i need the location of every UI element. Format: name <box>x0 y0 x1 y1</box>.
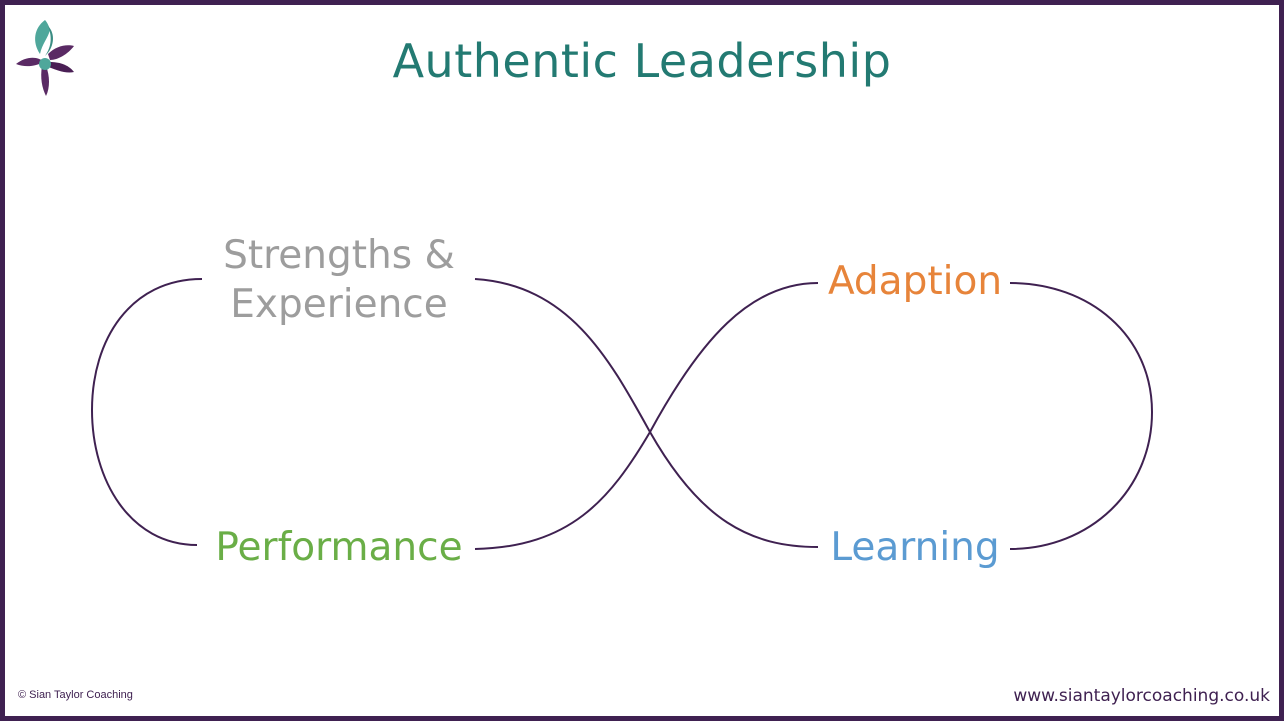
website-link[interactable]: www.siantaylorcoaching.co.uk <box>1013 686 1270 706</box>
node-learning-label: Learning <box>830 525 1000 570</box>
flower-logo-icon <box>16 20 74 96</box>
node-strengths-label: Strengths & Experience <box>223 233 455 327</box>
node-performance-label: Performance <box>215 525 463 570</box>
node-adaption: Adaption <box>815 258 1015 307</box>
node-learning: Learning <box>815 524 1015 573</box>
node-performance: Performance <box>200 524 478 573</box>
node-adaption-label: Adaption <box>827 259 1003 304</box>
page-title: Authentic Leadership <box>392 34 892 88</box>
copyright-notice: © Sian Taylor Coaching <box>18 689 133 701</box>
loop-path <box>90 278 1154 550</box>
node-strengths-experience: Strengths & Experience <box>205 232 473 330</box>
